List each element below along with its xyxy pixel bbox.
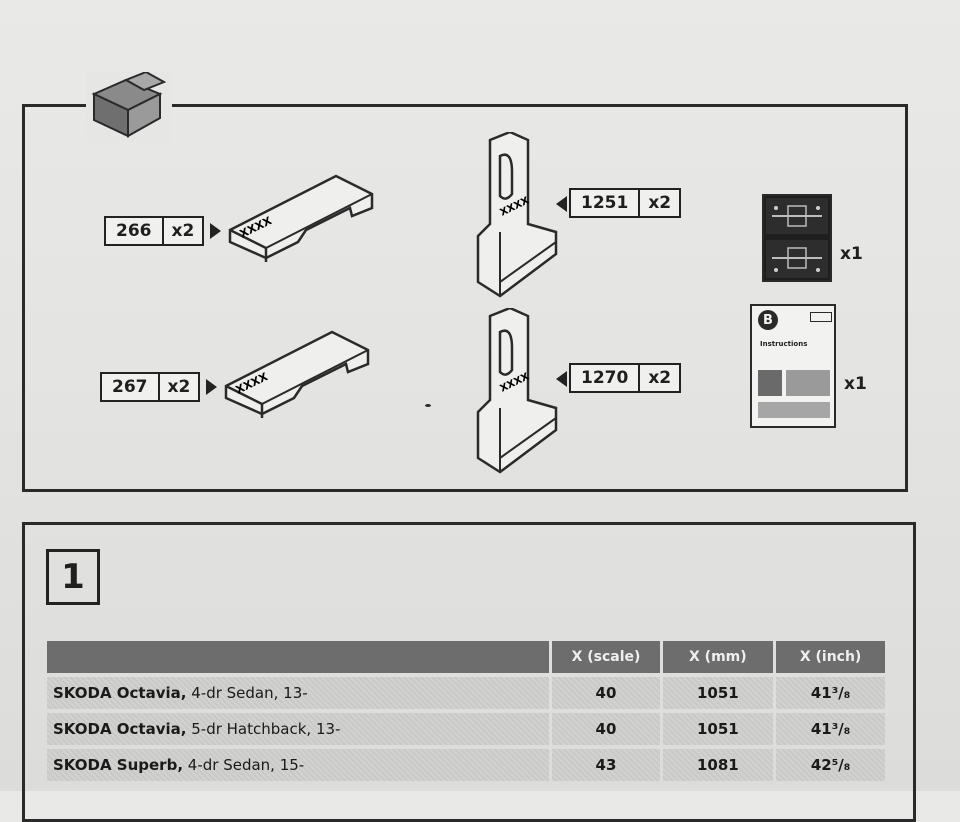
template-quantity: x1 — [840, 244, 863, 264]
table-row: SKODA Superb, 4-dr Sedan, 15- 43 1081 42… — [47, 749, 885, 781]
table-row: SKODA Octavia, 4-dr Sedan, 13- 40 1051 4… — [47, 677, 885, 709]
print-speck — [425, 404, 431, 407]
part-label-1251: 1251 x2 — [569, 188, 682, 218]
part-label-267: 267 x2 — [100, 372, 201, 402]
booklet-photo — [758, 402, 830, 418]
booklet-logo-icon — [810, 312, 832, 322]
vehicle-brand: SKODA Octavia, — [53, 684, 187, 702]
booklet-badge: B — [758, 310, 778, 330]
table-header-mm: X (mm) — [662, 641, 774, 673]
template-sheet-icon — [762, 194, 832, 282]
part-quantity: x2 — [648, 368, 672, 388]
booklet-quantity: x1 — [844, 374, 867, 394]
part-quantity: x2 — [171, 221, 195, 241]
step-number: 1 — [46, 549, 100, 605]
part-number: 267 — [102, 374, 160, 400]
part-label-266: 266 x2 — [104, 216, 205, 246]
inch-cell: 41³/₈ — [776, 677, 885, 709]
table-header-vehicle — [47, 641, 550, 673]
part-number: 1251 — [571, 190, 641, 216]
part-label-1270: 1270 x2 — [569, 363, 682, 393]
inch-cell: 42⁵/₈ — [776, 749, 885, 781]
table-header-row: X (scale) X (mm) X (inch) — [47, 641, 885, 673]
vehicle-cell: SKODA Superb, 4-dr Sedan, 15- — [47, 749, 550, 781]
booklet-photo — [758, 370, 782, 396]
part-number: 266 — [106, 218, 164, 244]
pointer-arrow-icon — [206, 379, 217, 395]
pointer-arrow-icon — [556, 196, 567, 212]
vehicle-model: 4-dr Sedan, 15- — [183, 756, 305, 774]
foot-pad-266-icon: XXXX — [228, 174, 374, 262]
table-header-inch: X (inch) — [776, 641, 885, 673]
pointer-arrow-icon — [556, 371, 567, 387]
pointer-arrow-icon — [210, 223, 221, 239]
mm-cell: 1051 — [662, 713, 774, 745]
box-icon — [86, 70, 172, 142]
mm-cell: 1051 — [662, 677, 774, 709]
parts-panel — [22, 104, 908, 492]
instruction-booklet-icon: B Instructions — [750, 304, 836, 428]
instruction-sheet: 266 x2 XXXX 267 x2 XXXX XXXX 1251 x2 — [22, 70, 916, 822]
vehicle-cell: SKODA Octavia, 4-dr Sedan, 13- — [47, 677, 550, 709]
scale-cell: 43 — [552, 749, 660, 781]
bracket-1270-icon: XXXX — [476, 308, 558, 474]
inch-cell: 41³/₈ — [776, 713, 885, 745]
vehicle-brand: SKODA Octavia, — [53, 720, 187, 738]
vehicle-brand: SKODA Superb, — [53, 756, 184, 774]
foot-pad-267-icon: XXXX — [224, 330, 370, 418]
booklet-heading: Instructions — [760, 340, 808, 348]
mm-cell: 1081 — [662, 749, 774, 781]
bracket-1251-icon: XXXX — [476, 132, 558, 298]
booklet-photo — [786, 370, 830, 396]
part-quantity: x2 — [167, 377, 191, 397]
fitting-table: X (scale) X (mm) X (inch) SKODA Octavia,… — [44, 637, 888, 785]
scale-cell: 40 — [552, 677, 660, 709]
part-quantity: x2 — [648, 193, 672, 213]
part-number: 1270 — [571, 365, 641, 391]
table-header-scale: X (scale) — [552, 641, 660, 673]
vehicle-cell: SKODA Octavia, 5-dr Hatchback, 13- — [47, 713, 550, 745]
vehicle-model: 4-dr Sedan, 13- — [186, 684, 308, 702]
scale-cell: 40 — [552, 713, 660, 745]
vehicle-model: 5-dr Hatchback, 13- — [186, 720, 341, 738]
table-row: SKODA Octavia, 5-dr Hatchback, 13- 40 10… — [47, 713, 885, 745]
